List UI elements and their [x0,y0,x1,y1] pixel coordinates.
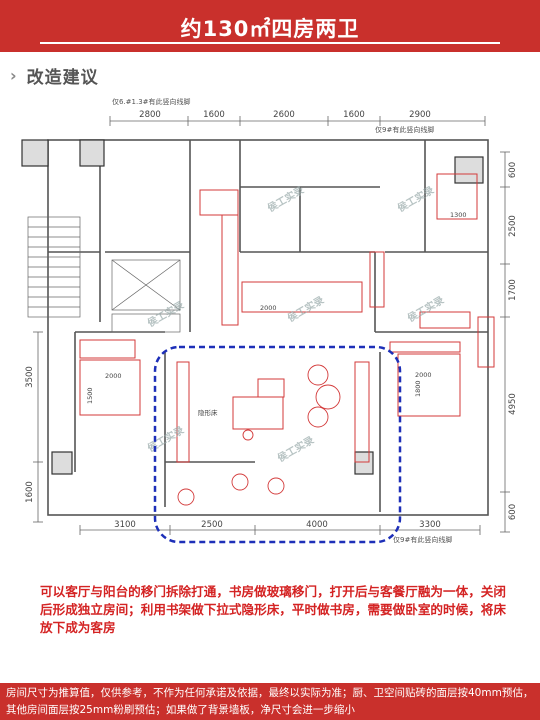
title-underline [40,42,500,44]
bed-dim-right-h: 1800 [414,380,422,397]
chevron-right-icon: › [10,65,17,85]
right-dim-2: 2500 [508,215,518,237]
left-dimension-line [33,331,43,523]
left-dim-1: 3500 [25,366,35,388]
watermark-2: 侯工实录 [395,183,436,214]
header-banner: 约130㎡四房两卫 [0,0,540,52]
highlight-dashed-box [153,345,402,544]
floor-plan: 2800 1600 2600 1600 2900 仅6.#1.3#有此竖向线脚 … [21,97,518,544]
furniture-red [79,173,495,463]
bottom-dimension-line [79,525,481,535]
bed-dim-right-w: 2000 [415,371,432,379]
section-heading: › 改造建议 [10,62,99,88]
bottom-dim-2: 2500 [201,520,223,530]
right-dim-3: 1700 [508,279,518,301]
table-dim: 2000 [260,304,277,312]
note-top-right: 仅9#有此竖向线脚 [375,125,434,134]
hidden-bed-label: 隐形床 [198,408,218,417]
right-dim-4: 4950 [508,393,518,415]
bed-dim-left-h: 1500 [86,387,94,404]
top-dimension-line [109,116,486,126]
note-top-left: 仅6.#1.3#有此竖向线脚 [112,97,191,106]
bottom-dim-1: 3100 [114,520,136,530]
page-title: 约130㎡四房两卫 [180,17,360,41]
bed-dim-left-w: 2000 [105,372,122,380]
footer-disclaimer: 房间尺寸为推算值，仅供参考，不作为任何承诺及依据，最终以实际为准；厨、卫空间贴砖… [0,683,540,720]
top-dim-3: 2600 [273,110,295,120]
bottom-dim-4: 3300 [419,520,441,530]
watermark-7: 侯工实录 [275,433,316,464]
top-dim-2: 1600 [203,110,225,120]
stairwell [27,216,81,318]
watermark-4: 侯工实录 [285,293,326,324]
structural-columns [21,139,484,475]
section-title: 改造建议 [26,67,99,88]
renovation-description: 可以客厅与阳台的移门拆除打通，书房做玻璃移门，打开后与客餐厅融为一体，关闭后形成… [40,584,506,635]
right-dimension-line [500,151,510,533]
bed-dim-top-right: 1300 [450,211,467,219]
top-dim-4: 1600 [343,110,365,120]
footer-text: 房间尺寸为推算值，仅供参考，不作为任何承诺及依据，最终以实际为准；厨、卫空间贴砖… [6,687,534,716]
bottom-dim-3: 4000 [306,520,328,530]
left-dim-2: 1600 [25,481,35,503]
right-dim-5: 600 [508,504,518,520]
watermark-5: 侯工实录 [405,293,446,324]
note-bottom-right: 仅9#有此竖向线脚 [393,535,452,544]
top-dim-5: 2900 [409,110,431,120]
round-furniture [177,364,341,506]
top-dim-1: 2800 [139,110,161,120]
elevator-shafts [111,259,181,333]
right-dim-1: 600 [508,162,518,178]
